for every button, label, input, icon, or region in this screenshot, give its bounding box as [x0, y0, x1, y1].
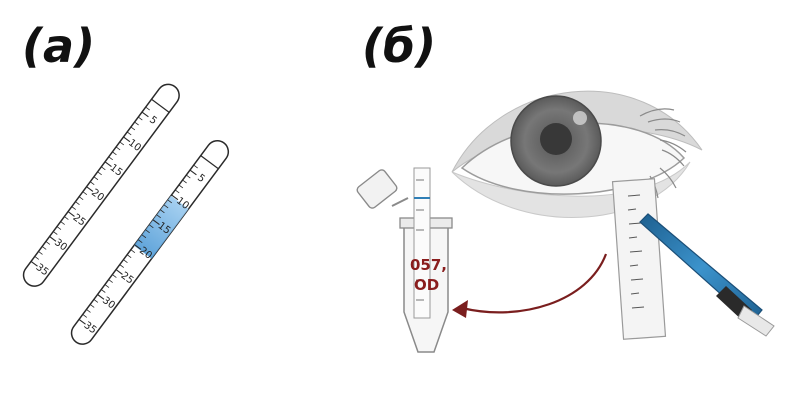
strip-minor-tick — [34, 256, 40, 260]
strip-minor-tick — [193, 164, 198, 169]
strip-minor-tick — [156, 214, 161, 219]
strip-major-tick — [189, 169, 197, 176]
strip-major-tick — [30, 260, 38, 267]
wetting-highlight — [133, 195, 189, 259]
strip-major-tick — [115, 269, 123, 275]
strip-minor-tick — [141, 234, 147, 239]
strip-tick-marks — [78, 164, 198, 325]
strip-major-tick — [134, 244, 142, 250]
strip-minor-tick — [108, 279, 113, 283]
strip-minor-tick — [167, 199, 173, 204]
strip-major-tick — [78, 318, 86, 325]
strip-minor-tick — [112, 151, 117, 156]
strip-minor-tick — [126, 254, 132, 258]
tube-lid — [356, 169, 398, 209]
strip-scale — [627, 194, 645, 309]
tube-label-line1: 057, — [410, 256, 447, 274]
strip-minor-tick — [60, 221, 65, 225]
eye-highlight — [573, 111, 587, 125]
strip-minor-tick — [145, 106, 150, 111]
strip-major-tick — [67, 211, 75, 217]
arrow-head — [452, 300, 468, 318]
strip-minor-tick — [178, 184, 184, 189]
strip-major-tick — [141, 111, 149, 118]
strip-minor-tick — [123, 259, 128, 263]
strip-minor-tick — [93, 176, 99, 181]
strip-notch — [151, 98, 170, 113]
strip-minor-tick — [138, 116, 143, 121]
transfer-arrow — [452, 253, 608, 318]
strip-minor-tick — [119, 141, 125, 146]
forceps-tip — [737, 305, 775, 337]
strip-tick-label: 5 — [147, 114, 159, 127]
strip-minor-tick — [71, 206, 77, 210]
strip-major-tick — [104, 161, 112, 168]
strip-minor-tick — [93, 299, 99, 303]
schirmer-strip-in-eye — [611, 178, 667, 340]
strip-minor-tick — [186, 174, 191, 179]
forceps — [639, 213, 775, 337]
strip-minor-tick — [138, 239, 143, 244]
strip-minor-tick — [75, 201, 80, 205]
strip-minor-tick — [101, 289, 106, 293]
strip-minor-tick — [86, 309, 91, 313]
strip-major-tick — [152, 219, 160, 226]
strip-minor-tick — [130, 126, 136, 131]
strip-minor-tick — [45, 241, 51, 245]
strip-minor-tick — [38, 251, 43, 255]
strip-minor-tick — [149, 224, 154, 229]
strip-minor-tick — [97, 171, 102, 176]
strip-minor-tick — [82, 191, 88, 196]
strip-minor-tick — [89, 304, 95, 308]
strip-tick-label: 5 — [195, 172, 207, 185]
strip-major-tick — [86, 186, 94, 192]
strip-outline — [22, 83, 180, 287]
strip-major-tick — [171, 194, 179, 201]
strip-minor-tick — [126, 131, 132, 136]
strip-major-tick — [49, 236, 57, 242]
strip-minor-tick — [108, 156, 113, 161]
strip-minor-tick — [163, 204, 169, 209]
tube-label-line2: OD — [414, 276, 439, 294]
strip-major-tick — [123, 136, 131, 143]
strip-minor-tick — [78, 196, 84, 200]
strip-in-tube-scale — [416, 179, 424, 301]
strip-notch — [200, 155, 219, 170]
strip-minor-tick — [101, 166, 106, 171]
eyelashes — [637, 108, 687, 203]
strip-minor-tick — [119, 264, 125, 268]
arrow-curve — [461, 253, 608, 314]
strip-minor-tick — [112, 274, 117, 278]
microcentrifuge-tube: 057, OD — [356, 167, 453, 353]
strip-minor-tick — [41, 246, 47, 250]
tube-hinge — [391, 197, 409, 207]
strip-minor-tick — [90, 181, 95, 186]
strip-minor-tick — [174, 189, 180, 194]
strip-minor-tick — [104, 284, 110, 288]
strip-minor-tick — [115, 146, 121, 151]
strip-minor-tick — [64, 216, 69, 220]
pupil — [540, 123, 572, 155]
strip-body — [611, 178, 667, 340]
strip-minor-tick — [160, 209, 165, 214]
strip-minor-tick — [145, 229, 150, 234]
panel-label-b: (б) — [362, 19, 436, 73]
strip-minor-tick — [182, 179, 187, 184]
eye-illustration — [451, 90, 703, 218]
strip-minor-tick — [56, 226, 62, 230]
strip-minor-tick — [134, 121, 139, 126]
strip-minor-tick — [130, 249, 136, 254]
panel-label-a: (а) — [22, 19, 95, 73]
strip-in-tube — [413, 167, 431, 319]
strip-tick-marks — [30, 106, 150, 267]
strip-minor-tick — [82, 314, 88, 318]
strip-minor-tick — [53, 231, 58, 235]
strip-major-tick — [97, 294, 105, 300]
